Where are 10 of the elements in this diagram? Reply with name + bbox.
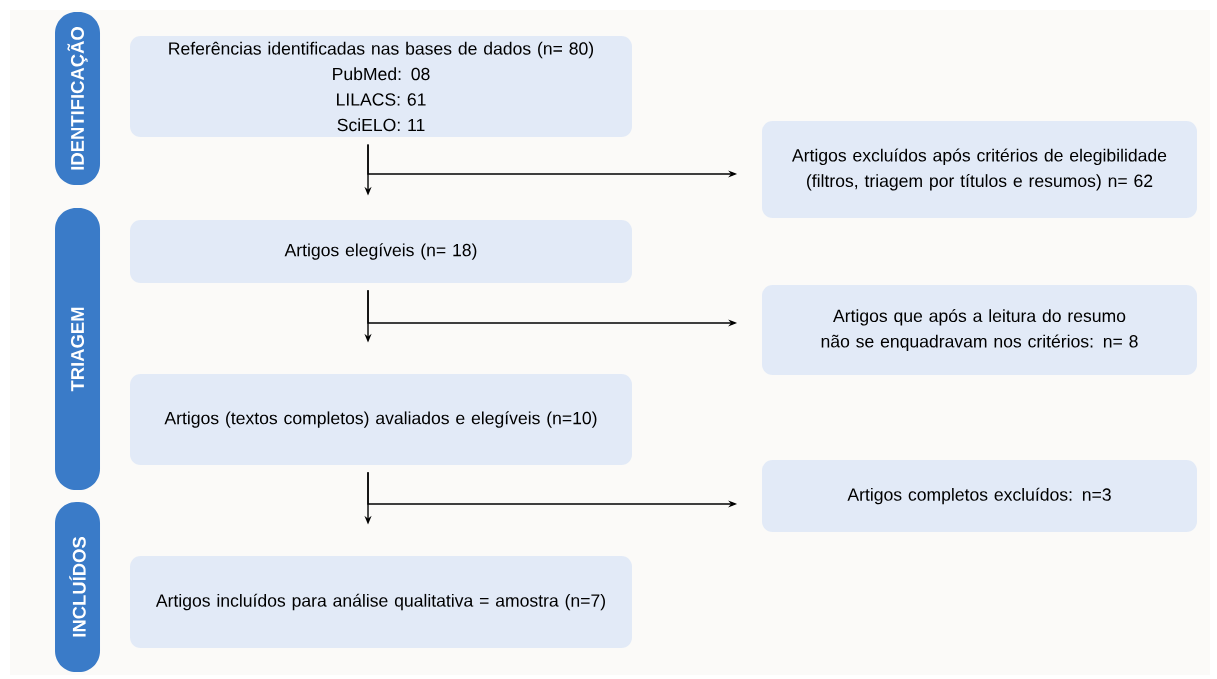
stage-band: TRIAGEM — [55, 208, 100, 490]
process-box: Artigos incluídos para análise qualitativa = amostra (n=7) — [130, 556, 632, 648]
stage-band: INCLUÍDOS — [55, 502, 100, 672]
process-box: Artigos excluídos após critérios de elegibilidade (filtros, triagem por títulos e resumos) n= 62 — [762, 121, 1197, 218]
process-box: Referências identificadas nas bases de dados (n= 80) PubMed: 08 LILACS: 61 SciELO: 11 — [130, 35, 632, 138]
process-box: Artigos (textos completos) avaliados e elegíveis (n=10) — [130, 374, 632, 465]
stage-band: IDENTIFICAÇÃO — [55, 12, 100, 185]
process-box: Artigos que após a leitura do resumo não se enquadravam nos critérios: n= 8 — [762, 285, 1197, 375]
process-box: Artigos elegíveis (n= 18) — [130, 220, 632, 283]
process-box: Artigos completos excluídos: n=3 — [762, 460, 1197, 532]
